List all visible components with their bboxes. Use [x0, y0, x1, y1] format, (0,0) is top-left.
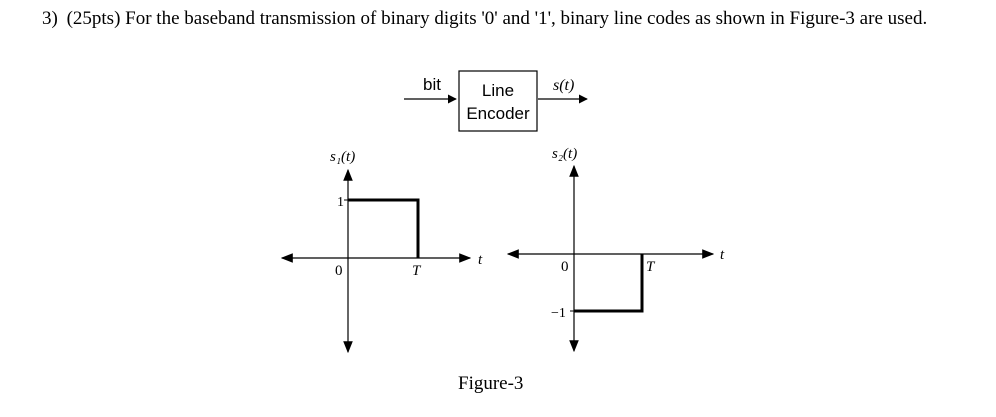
question-body: For the baseband transmission of binary … [125, 8, 928, 29]
plot-s1: s₁(t) 1 0 T t [280, 149, 483, 354]
question-points: (25pts) [66, 8, 121, 29]
block-diagram: bit Line Encoder s(t) [404, 70, 588, 132]
plot2-x-tick-label: T [646, 259, 656, 275]
line-encoder-box [458, 70, 538, 132]
figure-caption: Figure-3 [458, 373, 524, 394]
plot1-y-tick-label: 1 [337, 195, 344, 210]
plot2-y-tick-label: −1 [551, 306, 566, 321]
output-label: s(t) [553, 77, 574, 94]
plot2-pulse [574, 254, 644, 313]
plot2-xlabel: t [720, 247, 725, 263]
encoder-label-line2: Encoder [466, 104, 530, 123]
input-label: bit [423, 75, 441, 94]
plot1-x-tick-label: T [412, 263, 422, 279]
plot1-origin-label: 0 [335, 263, 343, 279]
plot1-pulse [348, 198, 420, 258]
question-number: 3) [42, 8, 58, 29]
plot-s2: s₂(t) −1 0 T t [506, 146, 725, 353]
plot2-ylabel: s₂(t) [552, 146, 577, 162]
plot1-xlabel: t [478, 252, 483, 268]
plot2-origin-label: 0 [561, 259, 569, 275]
plot1-ylabel: s₁(t) [330, 149, 355, 165]
encoder-label-line1: Line [482, 81, 514, 100]
question-text: 3) (25pts) For the baseband transmission… [42, 6, 972, 31]
